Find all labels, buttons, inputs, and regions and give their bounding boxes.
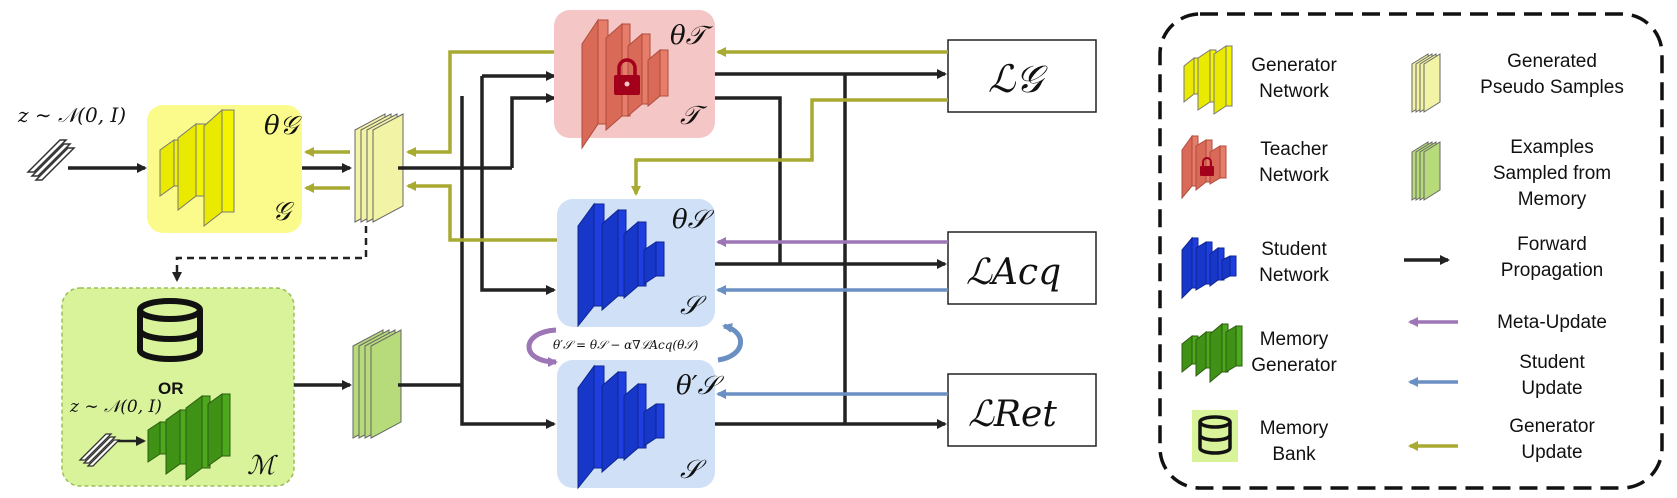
loss-ret-box — [947, 373, 1097, 447]
legend-examples-line2: Sampled from — [1493, 163, 1611, 184]
forward-arrow — [510, 93, 556, 168]
legend-box — [1158, 12, 1664, 490]
legend-teacher-line1: Teacher — [1260, 139, 1328, 160]
legend-stu-update-line1: Student — [1519, 352, 1585, 373]
legend-teacher-line2: Network — [1259, 165, 1329, 186]
legend-memory-samples-icon — [1411, 141, 1441, 201]
legend-forward-line2: Propagation — [1501, 260, 1603, 281]
noise-label: z ∼ 𝒩(0, I) — [17, 103, 126, 127]
forward-arrow — [480, 76, 556, 295]
legend-teacher-icon — [1181, 134, 1227, 200]
legend-database-icon — [1198, 415, 1232, 455]
m-label: ℳ — [247, 451, 278, 481]
forward-line — [715, 96, 782, 264]
legend-memory-generator-icon — [1181, 322, 1243, 384]
legend-forward-line1: Forward — [1517, 234, 1587, 255]
generator-update-arrow — [406, 181, 557, 242]
update-equation: θ′𝒮 = θ𝒮 − α∇ℒAcq(θ𝒮) — [553, 338, 699, 352]
legend-memgen-line1: Memory — [1260, 329, 1329, 350]
generator-update-arrow — [406, 50, 554, 157]
g-label: 𝒢 — [272, 197, 295, 227]
or-label: OR — [158, 379, 184, 398]
legend-membank-line2: Bank — [1272, 444, 1316, 465]
loss-acq-box — [947, 231, 1097, 305]
legend-meta-update-label: Meta-Update — [1497, 312, 1607, 333]
loss-ret-label: ℒRet — [968, 394, 1057, 435]
memory-box — [61, 287, 295, 487]
database-icon — [137, 298, 203, 362]
student-update-arrow — [717, 323, 744, 363]
student-network-icon — [577, 202, 665, 328]
theta-s-label: θ𝒮 — [672, 205, 715, 235]
noise-vector-icon — [78, 433, 121, 467]
memory-generator-icon — [147, 393, 231, 481]
legend-generator-line2: Network — [1259, 81, 1329, 102]
legend-student-line1: Student — [1261, 239, 1327, 260]
legend-student-icon — [1181, 236, 1237, 300]
student-network-icon — [577, 364, 665, 490]
loss-acq-label: ℒAcq — [966, 252, 1061, 293]
noise-vector-icon — [26, 139, 76, 181]
legend-student-line2: Network — [1259, 265, 1329, 286]
legend-pseudo-line1: Generated — [1507, 51, 1597, 72]
legend-memgen-line2: Generator — [1251, 355, 1337, 376]
legend-generator-icon — [1183, 45, 1233, 115]
loss-g-box — [947, 39, 1097, 113]
memory-samples-icon — [352, 329, 402, 439]
legend-gen-update-line1: Generator — [1509, 416, 1595, 437]
theta-s-prime-label: θ′𝒮 — [676, 371, 725, 401]
forward-arrow — [460, 385, 556, 429]
generator-update-arrow — [631, 98, 948, 196]
legend-generator-line1: Generator — [1251, 55, 1337, 76]
legend-gen-update-line2: Update — [1521, 442, 1582, 463]
generator-network-icon — [159, 108, 235, 228]
theta-g-label: θ𝒢 — [264, 111, 303, 141]
legend-membank-line1: Memory — [1260, 418, 1329, 439]
noise-label-small: z ∼ 𝒩(0, I) — [69, 397, 162, 417]
legend-pseudo-samples-icon — [1411, 53, 1441, 113]
meta-update-arrow — [526, 327, 558, 367]
pseudo-samples-icon — [354, 113, 404, 223]
lock-icon — [614, 58, 640, 95]
dashed-arrow — [172, 226, 368, 282]
legend-pseudo-line2: Pseudo Samples — [1480, 77, 1624, 98]
legend-examples-line3: Memory — [1518, 189, 1587, 210]
loss-g-label: ℒ𝒢 — [988, 57, 1048, 101]
legend-examples-line1: Examples — [1510, 137, 1593, 158]
legend-stu-update-line2: Update — [1521, 378, 1582, 399]
